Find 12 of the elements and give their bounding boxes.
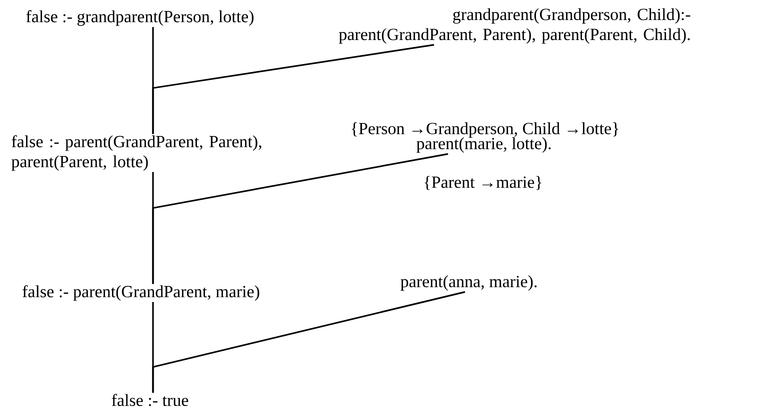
substitution-text: {Parent →marie} — [424, 176, 542, 190]
resolution-line — [152, 153, 448, 284]
goal-text: false :- parent(GrandParent, Parent), parent(Parent, lotte) — [11, 135, 262, 171]
goal-text: false :- parent(GrandParent, marie) — [22, 285, 260, 301]
clause-text: grandparent(Grandperson, Child):- parent(GrandParent, Parent), parent(Parent, Child). — [338, 8, 690, 44]
clause-text: parent(marie, lotte). — [416, 137, 551, 153]
goal-text: false :- true — [112, 394, 188, 406]
goal-text: false :- grandparent(Person, lotte) — [26, 10, 254, 26]
clause-text: parent(anna, marie). — [400, 275, 537, 291]
resolution-line — [152, 291, 466, 393]
resolution-line — [152, 44, 434, 134]
substitution-text: {Person →Grandperson, Child →lotte} — [352, 122, 618, 138]
